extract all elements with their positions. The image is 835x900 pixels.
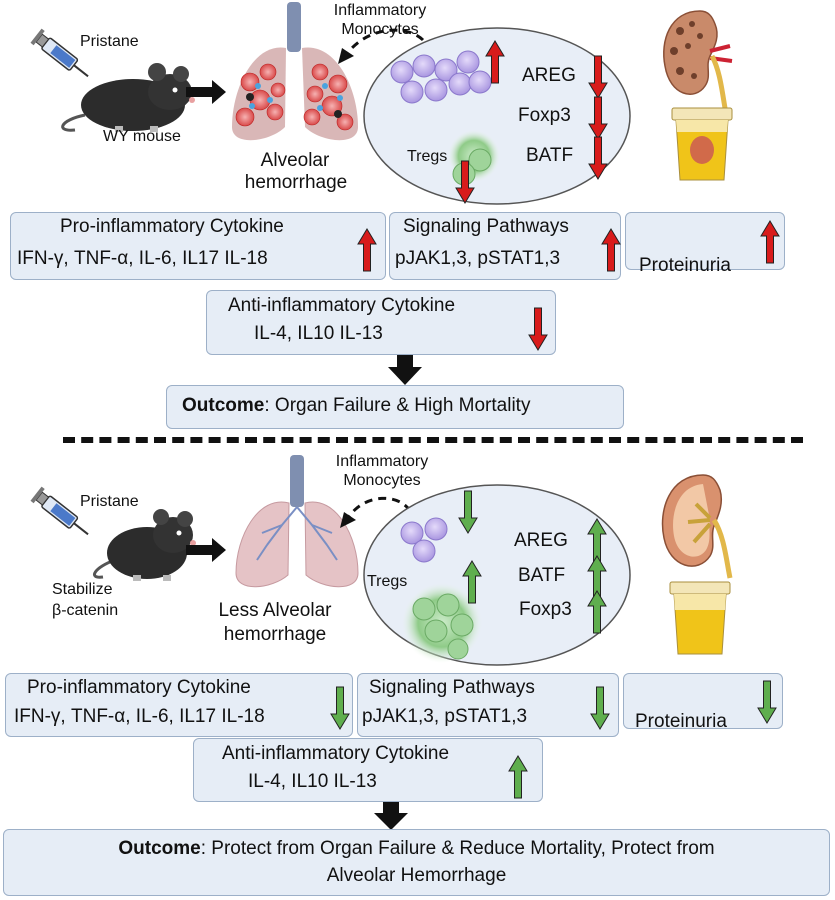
arrow-up-icon: [485, 40, 505, 84]
arrow-down-icon: [458, 490, 478, 534]
outcome-box: [3, 829, 830, 896]
signaling-title: Signaling Pathways: [403, 216, 569, 237]
arrow-down-icon: [528, 307, 548, 351]
arrow-up-icon: [760, 220, 780, 264]
anti-inflammatory-box: [193, 738, 543, 802]
proteinuria-box: [623, 673, 783, 729]
kidney-icon: [661, 474, 733, 579]
foxp3-label: Foxp3: [518, 105, 571, 126]
batf-label: BATF: [526, 145, 574, 166]
signaling-box: [357, 673, 619, 737]
outcome-line2: Alveolar Hemorrhage: [326, 865, 507, 886]
arrow-down-icon: [588, 96, 608, 140]
signaling-list: pJAK1,3, pSTAT1,3: [362, 706, 528, 727]
pointer-arrow: [338, 28, 425, 64]
mouse-label: WY mouse: [103, 128, 181, 145]
cells-ellipse: [363, 484, 631, 666]
monocytes-label: Monocytes: [343, 472, 421, 489]
tregs-label: Tregs: [407, 148, 448, 165]
pristane-label: Pristane: [80, 493, 139, 510]
pro-inflammatory-box: [5, 673, 353, 737]
outcome-bold: Outcome: [118, 838, 201, 859]
mouse-icon: [92, 509, 196, 581]
less-alveolar-label: Less Alveolar: [218, 600, 332, 621]
areg-label: AREG: [522, 65, 576, 86]
outcome-rest: : Organ Failure & High Mortality: [264, 395, 531, 416]
inflammatory-label: Inflammatory: [333, 2, 427, 19]
outcome-rest: : Protect from Organ Failure & Reduce Mo…: [200, 838, 715, 859]
signaling-title: Signaling Pathways: [369, 677, 535, 698]
stabilize-label: Stabilize: [52, 581, 113, 598]
outcome-box: [166, 385, 624, 429]
batf-label: BATF: [518, 565, 566, 586]
mouse-icon: [61, 63, 195, 132]
arrow-up-icon: [587, 590, 607, 634]
hemorrhage-label: hemorrhage: [223, 624, 327, 645]
arrow-up-icon: [462, 560, 482, 604]
beta-catenin-label: β-catenin: [52, 602, 119, 619]
tregs-label: Tregs: [367, 573, 408, 590]
monocytes-label: Monocytes: [341, 21, 419, 38]
lungs-icon: [235, 455, 359, 588]
pro-inflammatory-title: Pro-inflammatory Cytokine: [60, 216, 284, 237]
anti-inflammatory-list: IL-4, IL10 IL-13: [248, 771, 377, 792]
arrow-up-icon: [508, 755, 528, 799]
pro-inflammatory-title: Pro-inflammatory Cytokine: [27, 677, 251, 698]
alveolar-label: Alveolar: [260, 150, 330, 171]
inflammatory-label: Inflammatory: [335, 453, 429, 470]
cells-ellipse: [363, 27, 631, 205]
pro-inflammatory-list: IFN-γ, TNF-α, IL-6, IL17 IL-18: [14, 706, 265, 727]
kidney-icon: [663, 10, 733, 109]
arrow-down-icon: [330, 686, 350, 730]
arrow-right-icon: [186, 80, 226, 104]
arrow-down-icon: [374, 802, 408, 830]
arrow-down-icon: [590, 686, 610, 730]
signaling-list: pJAK1,3, pSTAT1,3: [395, 248, 561, 269]
pro-inflammatory-box: [10, 212, 386, 280]
arrow-right-icon: [186, 538, 226, 562]
signaling-box: [389, 212, 621, 280]
anti-inflammatory-title: Anti-inflammatory Cytokine: [222, 743, 450, 764]
proteinuria-label: Proteinuria: [635, 711, 727, 732]
areg-label: AREG: [514, 530, 568, 551]
arrow-up-icon: [601, 228, 621, 272]
pointer-arrow: [340, 496, 412, 528]
arrow-down-icon: [588, 55, 608, 99]
anti-inflammatory-title: Anti-inflammatory Cytokine: [228, 295, 456, 316]
foxp3-label: Foxp3: [519, 599, 572, 620]
anti-inflammatory-box: [206, 290, 556, 355]
outcome-text: Outcome: Organ Failure & High Mortality: [182, 395, 531, 417]
arrow-up-icon: [357, 228, 377, 272]
anti-inflammatory-list: IL-4, IL10 IL-13: [254, 323, 383, 344]
hemorrhage-label: hemorrhage: [244, 172, 348, 193]
proteinuria-box: [625, 212, 785, 270]
arrow-down-icon: [388, 355, 422, 385]
outcome-bold: Outcome: [182, 395, 265, 416]
arrow-down-icon: [757, 680, 777, 724]
lungs-icon: [232, 2, 358, 141]
arrow-down-icon: [588, 136, 608, 180]
urine-cup-icon: [671, 107, 733, 181]
outcome-text: Outcome: Protect from Organ Failure & Re…: [3, 838, 830, 860]
arrow-down-icon: [455, 160, 475, 204]
proteinuria-label: Proteinuria: [639, 255, 731, 276]
syringe-icon: [30, 486, 89, 536]
urine-cup-icon: [669, 581, 731, 655]
pristane-label: Pristane: [80, 33, 139, 50]
syringe-icon: [30, 28, 89, 78]
pro-inflammatory-list: IFN-γ, TNF-α, IL-6, IL17 IL-18: [17, 248, 268, 269]
divider: [63, 437, 803, 443]
